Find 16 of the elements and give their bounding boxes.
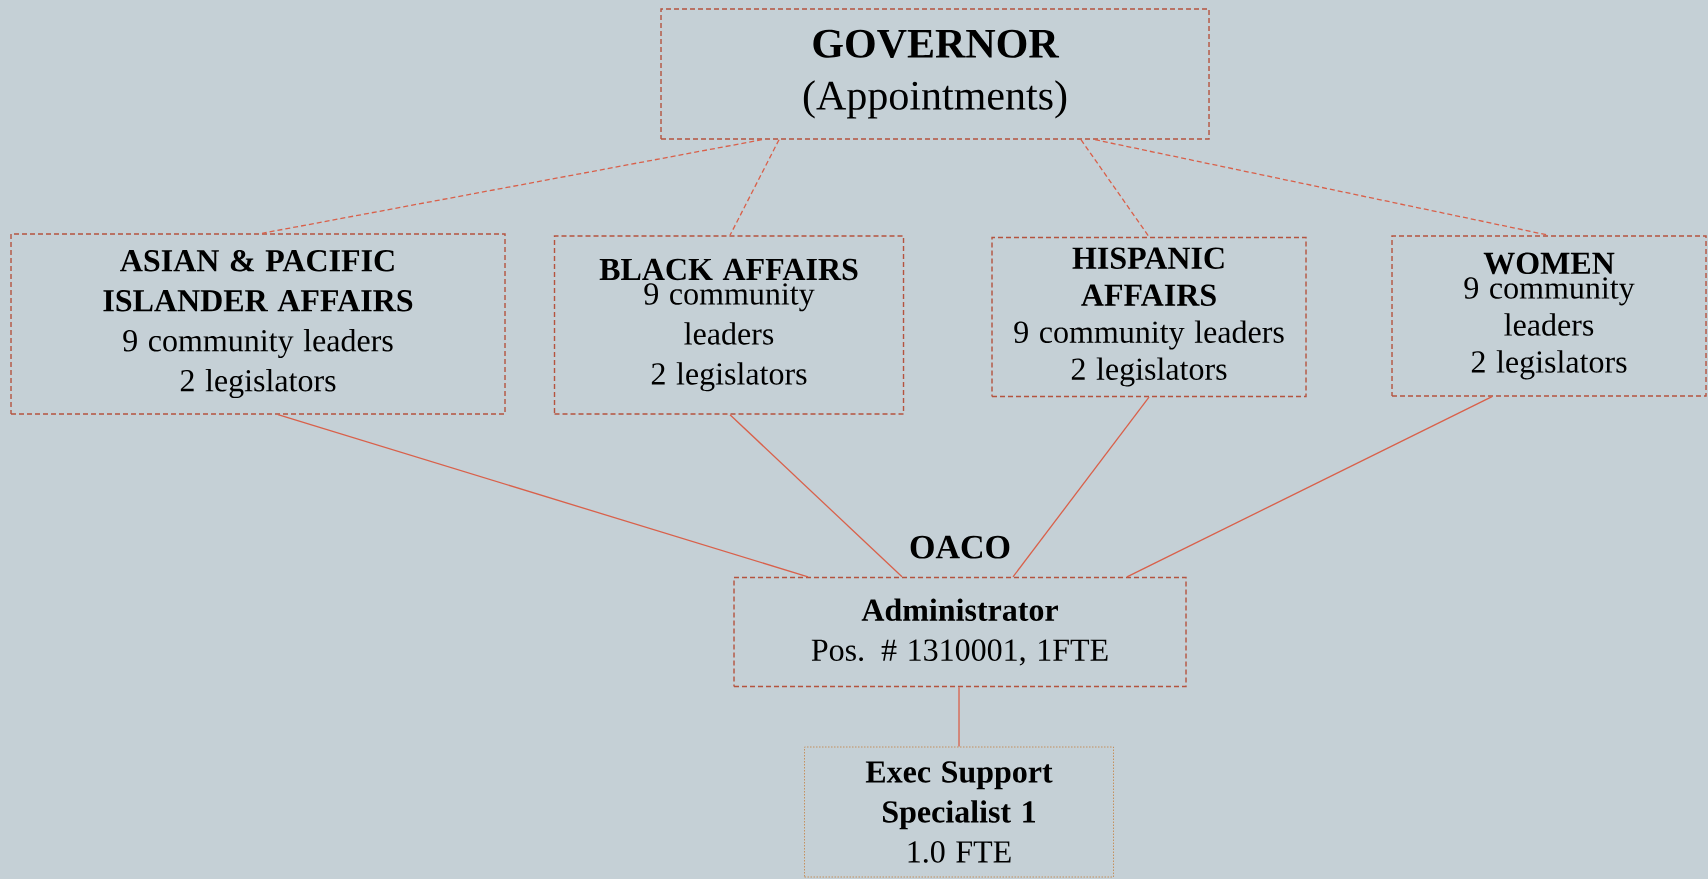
org-box: Exec Support Specialist 1 1.0 FTE: [804, 746, 1114, 878]
org-box: GOVERNOR (Appointments): [660, 8, 1210, 140]
connector-line: [261, 139, 763, 234]
connector-line: [1080, 139, 1150, 238]
connector-line: [729, 414, 903, 578]
org-box: Administrator Pos. # 1310001, 1FTE: [733, 576, 1187, 688]
org-box: HISPANIC AFFAIRS 9 community leaders 2 legislators: [991, 236, 1307, 398]
connector-line: [1012, 396, 1150, 578]
connector-line: [277, 414, 809, 578]
org-box: WOMEN 9 community leaders 2 legislators: [1391, 235, 1707, 397]
connector-line: [729, 139, 780, 236]
connector-line: [1126, 396, 1493, 578]
org-box: ASIAN & PACIFIC ISLANDER AFFAIRS 9 community leaders 2 legislators: [10, 233, 506, 415]
unit-heading: OACO: [910, 535, 1010, 559]
org-box: BLACK AFFAIRS 9 community leaders 2 legislators: [553, 235, 905, 415]
connector-line: [958, 686, 960, 748]
